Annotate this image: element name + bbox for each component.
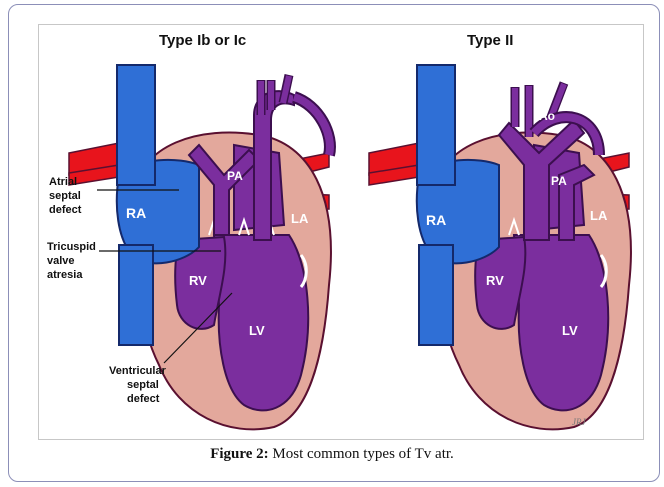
label-ra-right: RA [426,212,446,228]
figure-caption: Figure 2: Most common types of Tv atr. [0,446,664,463]
panel-type-ii: Type II RA RV LV LA PA Ao JRJ [369,32,631,429]
label-rv-left: RV [189,273,207,288]
panel-title-right: Type II [467,32,513,49]
panel-type-ib-ic: Type Ib or Ic RA RV LV LA PA Ao Atrial s… [47,32,331,429]
label-ra-left: RA [126,205,146,221]
callout-tricuspid-valve-atresia: Tricuspid valve atresia [47,241,99,281]
label-rv-right: RV [486,273,504,288]
artist-signature: JRJ [572,417,586,427]
label-pa-left: PA [227,169,243,183]
label-pa-right: PA [551,174,567,188]
caption-label: Figure 2: [210,446,268,462]
caption-text: Most common types of Tv atr. [269,446,454,462]
label-la-right: LA [590,208,608,223]
label-ao-right: Ao [539,109,555,123]
panel-title-left: Type Ib or Ic [159,32,246,49]
label-la-left: LA [291,211,309,226]
label-ao-left: Ao [282,111,298,125]
callout-atrial-septal-defect: Atrial septal defect [49,176,84,216]
callout-ventricular-septal-defect: Ventricular septal defect [109,365,169,405]
label-lv-right: LV [562,323,578,338]
label-lv-left: LV [249,323,265,338]
heart-diagram: Type Ib or Ic RA RV LV LA PA Ao Atrial s… [39,25,644,440]
heart-drawing-right [369,65,631,429]
figure-image: Type Ib or Ic RA RV LV LA PA Ao Atrial s… [38,24,644,440]
